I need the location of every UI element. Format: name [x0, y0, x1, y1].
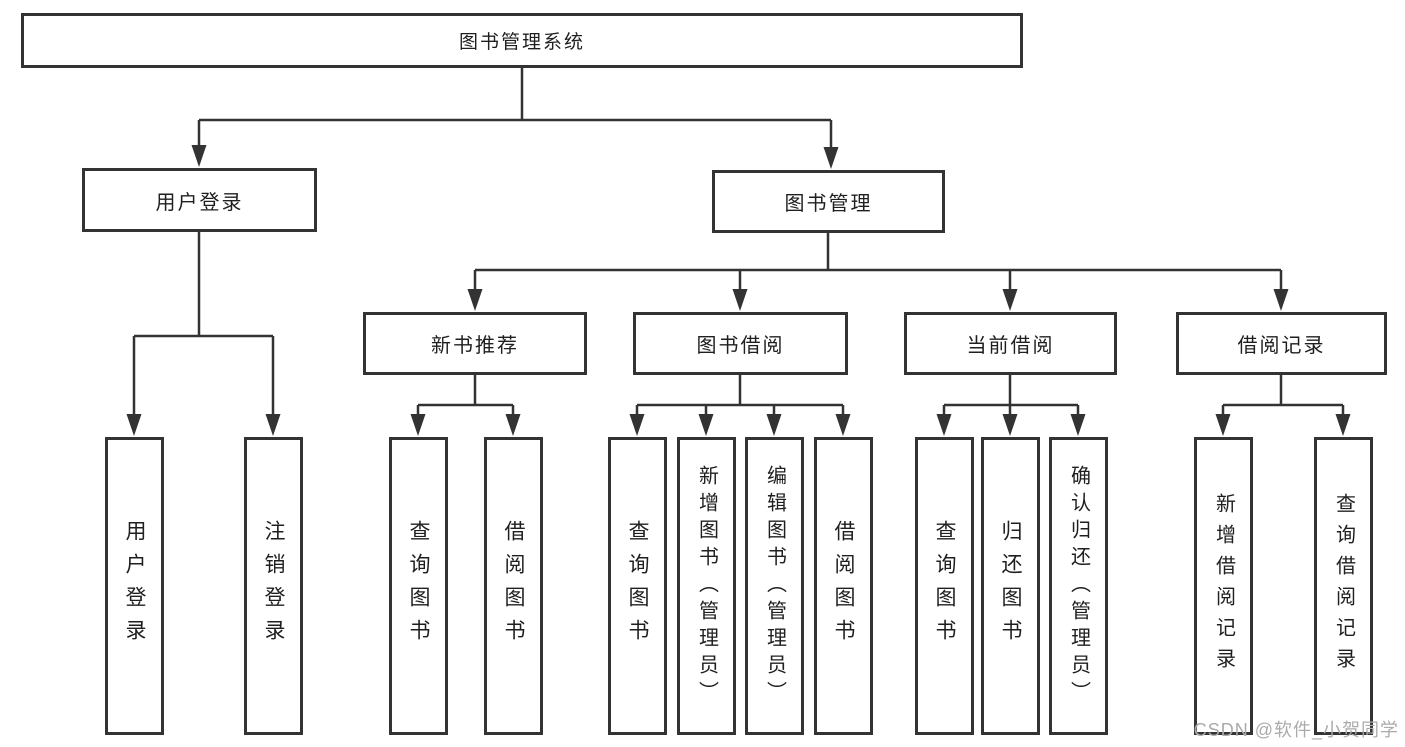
node-label: 借阅图书: [502, 520, 525, 652]
node-label: 用户登录: [155, 191, 244, 214]
leaf-add-books-admin: 新增图书（管理员）: [677, 437, 736, 735]
node-label: 用户登录: [123, 520, 146, 652]
node-label: 当前借阅: [966, 335, 1055, 357]
node-label: 归还图书: [999, 520, 1022, 652]
leaf-query-borrow-record: 查询借阅记录: [1314, 437, 1373, 735]
leaf-query-books-borrow: 查询图书: [608, 437, 667, 735]
node-current-borrow: 当前借阅: [904, 312, 1117, 375]
node-book-borrow: 图书借阅: [633, 312, 848, 375]
leaf-query-books-recommend: 查询图书: [389, 437, 448, 735]
node-root-library-system: 图书管理系统: [21, 13, 1023, 68]
leaf-borrow-books: 借阅图书: [814, 437, 873, 735]
leaf-confirm-return-admin: 确认归还（管理员）: [1049, 437, 1108, 735]
node-label: 查询图书: [626, 520, 649, 652]
leaf-query-books-current: 查询图书: [915, 437, 974, 735]
leaf-add-borrow-record: 新增借阅记录: [1194, 437, 1253, 735]
node-label: 编辑图书（管理员）: [763, 464, 786, 708]
node-label: 新增借阅记录: [1212, 493, 1235, 679]
node-book-management: 图书管理: [712, 170, 945, 233]
arrowheads: [126, 145, 1351, 436]
leaf-borrow-books-recommend: 借阅图书: [484, 437, 543, 735]
leaf-return-books: 归还图书: [981, 437, 1040, 735]
node-label: 借阅图书: [832, 520, 855, 652]
node-label: 新增图书（管理员）: [695, 464, 718, 708]
leaf-edit-books-admin: 编辑图书（管理员）: [745, 437, 804, 735]
node-user-login: 用户登录: [82, 168, 317, 232]
node-label: 查询图书: [407, 520, 430, 652]
leaf-user-login: 用户登录: [105, 437, 164, 735]
node-label: 图书管理系统: [458, 32, 585, 53]
node-label: 图书管理: [784, 193, 873, 215]
leaf-logout: 注销登录: [244, 437, 303, 735]
node-label: 查询图书: [933, 520, 956, 652]
node-label: 图书借阅: [696, 335, 785, 357]
csdn-watermark: CSDN @软件_小贺同学: [1193, 720, 1399, 740]
node-new-book-recommend: 新书推荐: [363, 312, 587, 375]
node-label: 注销登录: [262, 520, 285, 652]
node-borrow-records: 借阅记录: [1176, 312, 1387, 375]
node-label: 查询借阅记录: [1332, 493, 1355, 679]
node-label: 新书推荐: [431, 335, 519, 357]
node-label: 借阅记录: [1237, 335, 1326, 357]
node-label: 确认归还（管理员）: [1067, 464, 1090, 708]
